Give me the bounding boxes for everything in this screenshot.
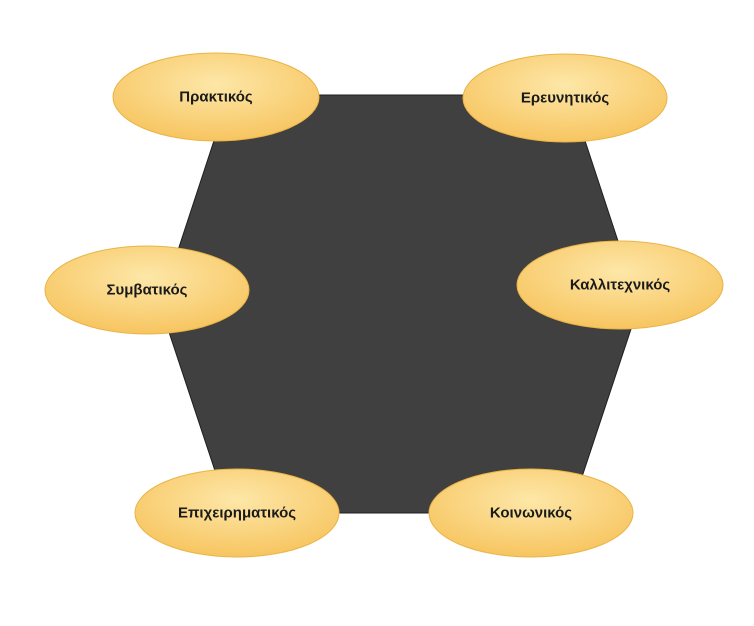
node-ellipse [112, 52, 320, 142]
node-ellipse [428, 468, 634, 558]
node-kallitechnikos[interactable]: Καλλιτεχνικός [516, 240, 724, 330]
node-label: Πρακτικός [179, 89, 253, 106]
node-koinonikos[interactable]: Κοινωνικός [428, 468, 634, 558]
node-label: Ερευνητικός [521, 90, 610, 107]
node-ellipse [134, 468, 340, 558]
node-ellipse [516, 240, 724, 330]
node-ellipse [44, 245, 250, 335]
node-label: Κοινωνικός [490, 505, 572, 522]
node-praktikos[interactable]: Πρακτικός [112, 52, 320, 142]
node-ellipse [462, 53, 668, 143]
node-label: Καλλιτεχνικός [570, 277, 671, 294]
node-symvatikos[interactable]: Συμβατικός [44, 245, 250, 335]
node-label: Συμβατικός [107, 282, 188, 299]
node-label: Επιχειρηματικός [178, 505, 296, 522]
node-erevnitikos[interactable]: Ερευνητικός [462, 53, 668, 143]
node-epicheirimatikos[interactable]: Επιχειρηματικός [134, 468, 340, 558]
